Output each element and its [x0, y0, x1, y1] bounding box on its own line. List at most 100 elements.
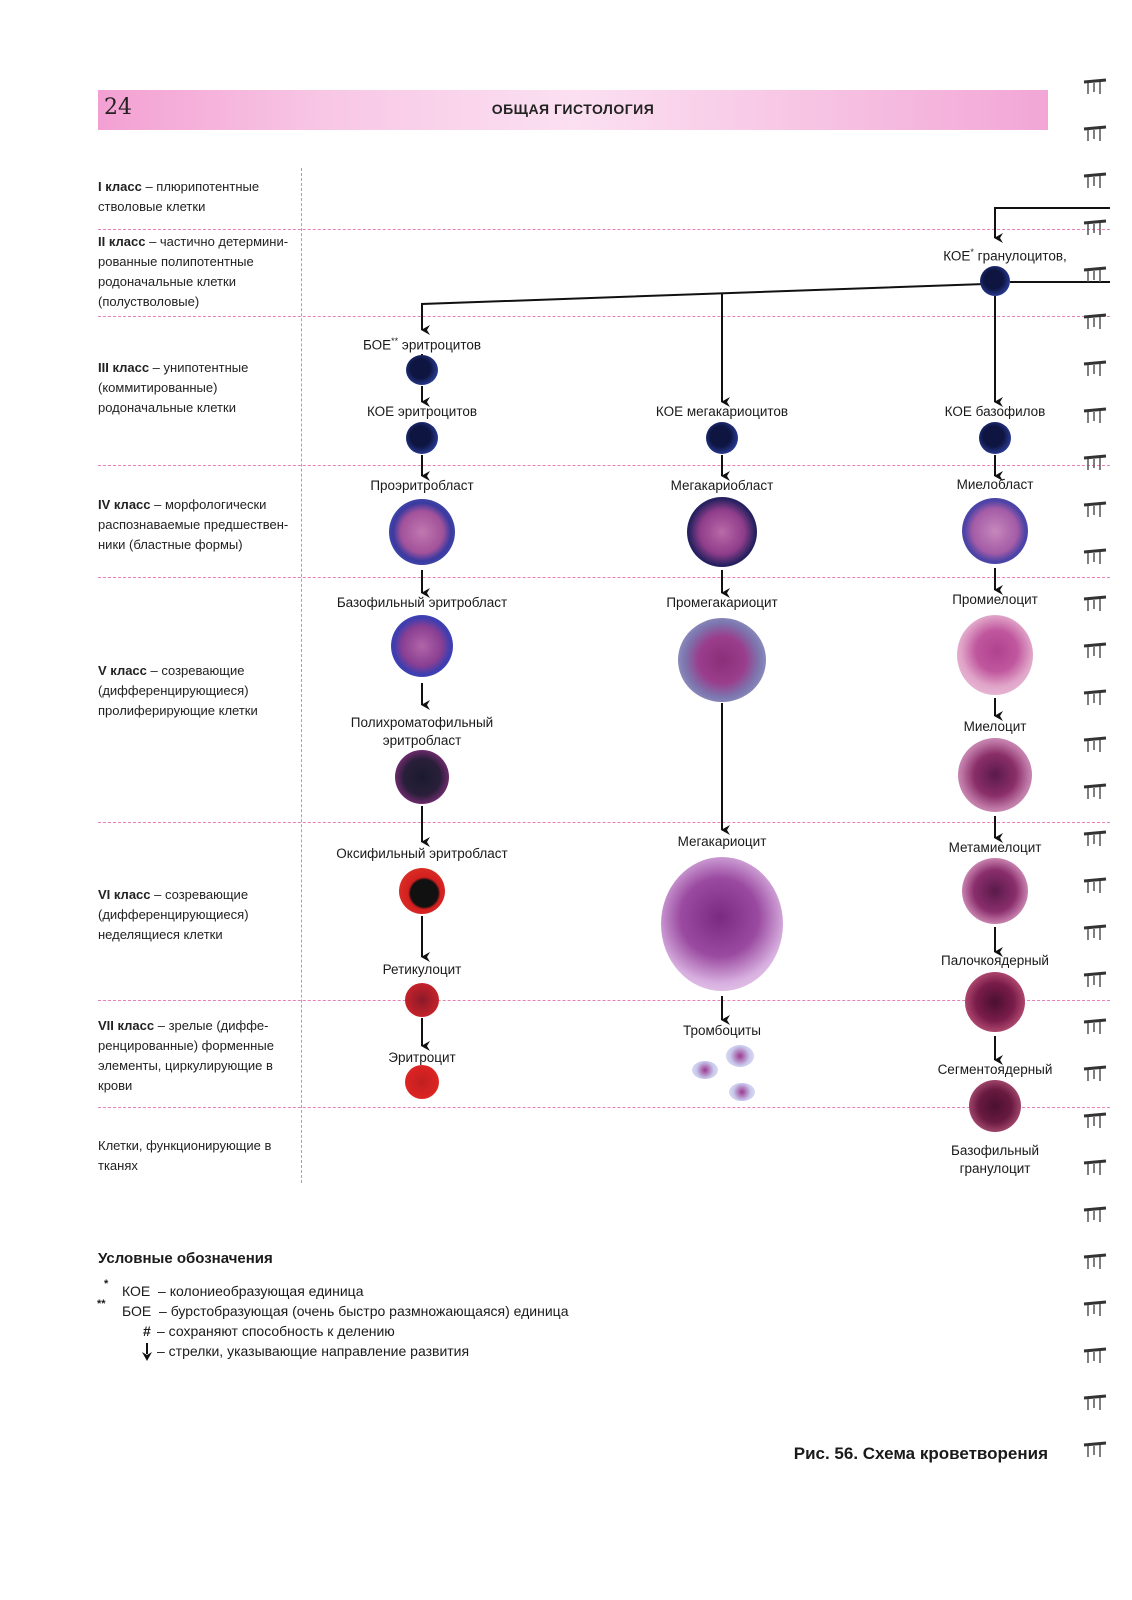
legend-item-boe: БОЕ – бурстобразующая (очень быстро разм…: [122, 1303, 569, 1319]
class-label-5: V класс – созревающие (дифференцирующиес…: [98, 663, 258, 718]
stem-cell-koe-gran: [980, 266, 1010, 296]
arrow-to-koe-gran: [994, 207, 1110, 243]
spiral-ring-icon: [1082, 924, 1108, 942]
spiral-ring-icon: [1082, 219, 1108, 237]
caption-basophil-1: Базофильный: [950, 1143, 1040, 1158]
row-divider: [98, 1107, 1110, 1108]
legend-mark: *: [104, 1278, 109, 1290]
band-granulocyte-cell: [965, 972, 1025, 1032]
spiral-ring-icon: [1082, 360, 1108, 378]
stem-cell-koe-mega: [706, 422, 738, 454]
spiral-ring-icon: [1082, 971, 1108, 989]
legend-title: Условные обозначения: [98, 1250, 273, 1267]
class-label-3: III класс – унипотентные (коммитированны…: [98, 360, 249, 415]
caption-megakaryoblast: Мегакариобласт: [670, 478, 774, 493]
caption-oxy-erythroblast: Оксифильный эритробласт: [336, 846, 508, 861]
caption-koe-baso: КОЕ базофилов: [944, 404, 1046, 419]
page-number: 24: [104, 95, 132, 120]
caption-metamyelocyte: Метамиелоцит: [948, 840, 1042, 855]
spiral-ring-icon: [1082, 1018, 1108, 1036]
spiral-ring-icon: [1082, 1253, 1108, 1271]
spiral-ring-icon: [1082, 548, 1108, 566]
caption-erythrocyte: Эритроцит: [388, 1050, 456, 1065]
spiral-ring-icon: [1082, 266, 1108, 284]
spiral-ring-icon: [1082, 1441, 1108, 1459]
caption-segmented: Сегментоядерный: [937, 1062, 1053, 1077]
caption-poly-erythroblast-1: Полихроматофильный: [350, 715, 494, 730]
myelocyte-cell: [958, 738, 1032, 812]
spiral-ring-icon: [1082, 1112, 1108, 1130]
spiral-ring-icon: [1082, 454, 1108, 472]
row-divider: [98, 1000, 1110, 1001]
legend-item-arrows: – стрелки, указывающие направление разви…: [157, 1343, 470, 1359]
class-label-1: I класс – плюрипотентные стволовые клетк…: [98, 179, 260, 214]
spiral-ring-icon: [1082, 1065, 1108, 1083]
running-title: ОБЩАЯ ГИСТОЛОГИЯ: [491, 101, 655, 117]
caption-myeloblast: Миелобласт: [956, 477, 1034, 492]
spiral-ring-icon: [1082, 78, 1108, 96]
caption-baso-erythroblast: Базофильный эритробласт: [336, 595, 508, 610]
page-header: 24 ОБЩАЯ ГИСТОЛОГИЯ: [98, 90, 1048, 130]
legend-arrow-icon: [142, 1343, 152, 1361]
caption-koe-gran: КОЕ* гранулоцитов,: [943, 247, 1067, 264]
class-label-6: VI класс – созревающие (дифференцирующие…: [98, 887, 249, 942]
caption-band: Палочкоядерный: [941, 953, 1049, 968]
row-divider: [98, 465, 1110, 466]
caption-promyelocyte: Промиелоцит: [952, 592, 1038, 607]
figure-caption: Рис. 56. Схема кроветворения: [793, 1444, 1048, 1463]
promegakaryocyte-cell: [678, 618, 766, 702]
stem-cell-koe-baso: [979, 422, 1011, 454]
spiral-ring-icon: [1082, 830, 1108, 848]
caption-platelets: Тромбоциты: [682, 1023, 762, 1038]
class-label-7: VII класс – зрелые (диффе-ренцированные)…: [98, 1018, 274, 1093]
spiral-ring-icon: [1082, 172, 1108, 190]
row-divider: [98, 229, 1110, 230]
caption-myelocyte: Миелоцит: [963, 719, 1027, 734]
arrow-to-boe: [421, 283, 986, 335]
caption-basophil-2: гранулоцит: [959, 1161, 1031, 1176]
row-divider: [98, 316, 1110, 317]
spiral-ring-icon: [1082, 642, 1108, 660]
spiral-ring-icon: [1082, 736, 1108, 754]
spiral-ring-icon: [1082, 595, 1108, 613]
caption-reticulocyte: Ретикулоцит: [382, 962, 462, 977]
spiral-ring-icon: [1082, 783, 1108, 801]
legend-item-koe: КОЕ – колониеобразующая единица: [122, 1283, 364, 1299]
platelet-cell: [729, 1083, 755, 1101]
spiral-ring-icon: [1082, 1300, 1108, 1318]
megakaryocyte-cell: [661, 857, 783, 991]
spiral-ring-icon: [1082, 877, 1108, 895]
class-column-divider: [301, 168, 302, 1183]
megakaryoblast-cell: [687, 497, 757, 567]
myeloblast-cell: [962, 498, 1028, 564]
spiral-ring-icon: [1082, 125, 1108, 143]
stem-cell-koe-eryth: [406, 422, 438, 454]
spiral-ring-icon: [1082, 1347, 1108, 1365]
basophilic-erythroblast-cell: [391, 615, 453, 677]
spiral-ring-icon: [1082, 313, 1108, 331]
legend-item-division: – сохраняют способность к делению: [157, 1323, 395, 1339]
oxyphilic-erythroblast-cell: [399, 868, 445, 914]
metamyelocyte-cell: [962, 858, 1028, 924]
row-divider: [98, 577, 1110, 578]
spiral-ring-icon: [1082, 689, 1108, 707]
caption-poly-erythroblast-2: эритробласт: [382, 733, 462, 748]
platelet-cell: [692, 1061, 718, 1079]
erythrocyte-cell: [405, 1065, 439, 1099]
legend-mark: #: [143, 1323, 151, 1339]
polychromatophilic-erythroblast-cell: [395, 750, 449, 804]
stem-cell-boe: [406, 355, 438, 385]
reticulocyte-cell: [405, 983, 439, 1017]
class-label-tissue: Клетки, функционирующие в тканях: [98, 1138, 272, 1173]
caption-koe-mega: КОЕ мегакариоцитов: [655, 404, 789, 419]
caption-koe-eryth: КОЕ эритроцитов: [366, 404, 478, 419]
caption-megakaryocyte: Мегакариоцит: [677, 834, 767, 849]
spiral-ring-icon: [1082, 1394, 1108, 1412]
caption-boe-eryth: БОЕ** эритроцитов: [362, 336, 482, 353]
class-label-4: IV класс – морфологически распознаваемые…: [98, 497, 289, 552]
spiral-ring-icon: [1082, 501, 1108, 519]
caption-proerythroblast: Проэритробласт: [370, 478, 474, 493]
spiral-ring-icon: [1082, 1159, 1108, 1177]
row-divider: [98, 822, 1110, 823]
spiral-ring-icon: [1082, 1206, 1108, 1224]
